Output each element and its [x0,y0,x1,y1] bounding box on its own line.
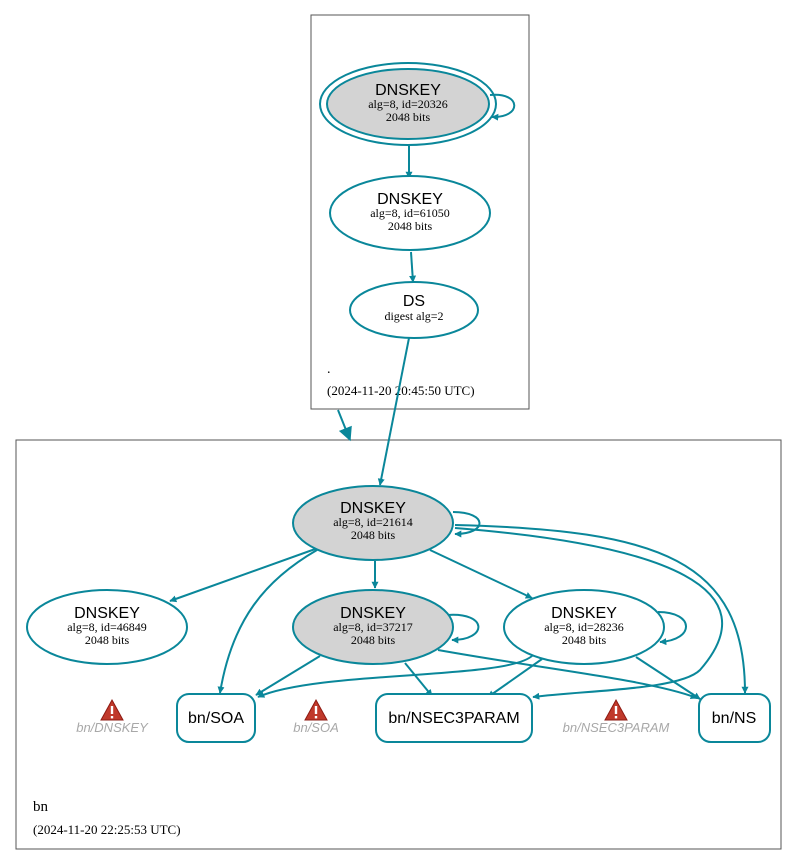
edge-bn-ksk-to-nsec3param [454,527,723,700]
node-bn-28236-line1: alg=8, id=28236 [544,620,624,634]
node-bn-37217-title: DNSKEY [340,605,406,622]
node-bn-ksk-shape [292,485,454,561]
rrset-soa-label: bn/SOA [188,710,244,727]
warning-soa-label: bn/SOA [293,720,339,735]
edge-bn-ksk-to-46849 [169,547,319,603]
zone-bn-timestamp: (2024-11-20 22:25:53 UTC) [33,822,181,837]
edge-28236-to-nsec3param [487,658,543,698]
node-bn-28236-title: DNSKEY [551,605,617,622]
rrset-soa-box [176,693,256,743]
node-bn-dnskey-37217[interactable]: DNSKEY alg=8, id=37217 2048 bits [292,589,454,665]
warning-triangle-icon [304,698,328,721]
warning-dnskey[interactable]: bn/DNSKEY [76,698,149,735]
warning-soa[interactable]: bn/SOA [293,698,339,735]
node-bn-46849-line2: 2048 bits [85,633,130,647]
node-bn-ksk[interactable]: DNSKEY alg=8, id=21614 2048 bits [292,485,454,561]
zone-root-timestamp: (2024-11-20 20:45:50 UTC) [327,383,475,398]
node-root-ds-line1: digest alg=2 [384,309,443,323]
zone-root-border [310,14,530,410]
edge-bn-ksk-to-soa [217,549,318,694]
node-bn-ksk-title: DNSKEY [340,500,406,517]
edge-28236-self [657,611,687,646]
warning-nsec3param-label: bn/NSEC3PARAM [563,720,670,735]
node-bn-dnskey-28236[interactable]: DNSKEY alg=8, id=28236 2048 bits [503,589,665,665]
delegation-edge [337,409,352,442]
edge-ds-to-bn-ksk [377,337,410,486]
zone-root-name: . [327,362,331,377]
node-root-zsk-shape [329,175,491,251]
node-root-ksk-line2: 2048 bits [386,110,431,124]
edge-37217-to-nsec3param [404,662,433,697]
node-bn-46849-title: DNSKEY [74,605,140,622]
node-bn-28236-shape [503,589,665,665]
edge-root-ksk-self [489,93,516,121]
zone-bn-name: bn [33,799,49,815]
node-bn-46849-line1: alg=8, id=46849 [67,620,147,634]
node-bn-37217-line1: alg=8, id=37217 [333,620,413,634]
edge-root-zsk-to-ds [409,251,417,283]
node-root-ksk-line1: alg=8, id=20326 [368,97,448,111]
rrset-ns[interactable]: bn/NS [698,693,771,743]
node-root-zsk-line2: 2048 bits [388,219,433,233]
edge-bn-ksk-to-28236 [429,549,533,599]
node-bn-ksk-line2: 2048 bits [351,528,396,542]
node-bn-37217-shape [292,589,454,665]
rrset-nsec3param-label: bn/NSEC3PARAM [388,710,519,727]
edge-28236-to-soa [257,654,534,698]
rrset-ns-box [698,693,771,743]
rrset-nsec3param-box [375,693,533,743]
warning-nsec3param[interactable]: bn/NSEC3PARAM [563,698,670,735]
rrset-soa[interactable]: bn/SOA [176,693,256,743]
node-root-ds-shape [349,281,479,339]
node-bn-dnskey-46849[interactable]: DNSKEY alg=8, id=46849 2048 bits [26,589,188,665]
edge-bn-ksk-to-ns [454,524,749,694]
zone-bn: bn (2024-11-20 22:25:53 UTC) [15,439,782,850]
node-bn-37217-line2: 2048 bits [351,633,396,647]
edge-37217-self [446,613,480,644]
node-root-ds-title: DS [403,293,425,310]
zone-bn-border [15,439,782,850]
zone-root: . (2024-11-20 20:45:50 UTC) [310,14,530,410]
node-root-ksk[interactable]: DNSKEY alg=8, id=20326 2048 bits [319,62,497,146]
edge-28236-to-ns [635,656,701,700]
node-root-zsk[interactable]: DNSKEY alg=8, id=61050 2048 bits [329,175,491,251]
node-root-zsk-line1: alg=8, id=61050 [370,206,450,220]
node-root-ksk-title: DNSKEY [375,82,441,99]
node-bn-28236-line2: 2048 bits [562,633,607,647]
warning-triangle-icon [100,698,124,721]
rrset-ns-label: bn/NS [712,710,756,727]
node-root-ds[interactable]: DS digest alg=2 [349,281,479,339]
warning-triangle-icon [604,698,628,721]
rrset-nsec3param[interactable]: bn/NSEC3PARAM [375,693,533,743]
warning-dnskey-label: bn/DNSKEY [76,720,149,735]
node-root-zsk-title: DNSKEY [377,191,443,208]
edge-bn-ksk-self [452,511,481,538]
node-bn-ksk-line1: alg=8, id=21614 [333,515,413,529]
edge-37217-to-soa [255,655,321,696]
edge-37217-to-ns [437,649,698,700]
node-root-ksk-outer-ring [319,62,497,146]
node-root-ksk-shape [326,68,490,140]
node-bn-46849-shape [26,589,188,665]
